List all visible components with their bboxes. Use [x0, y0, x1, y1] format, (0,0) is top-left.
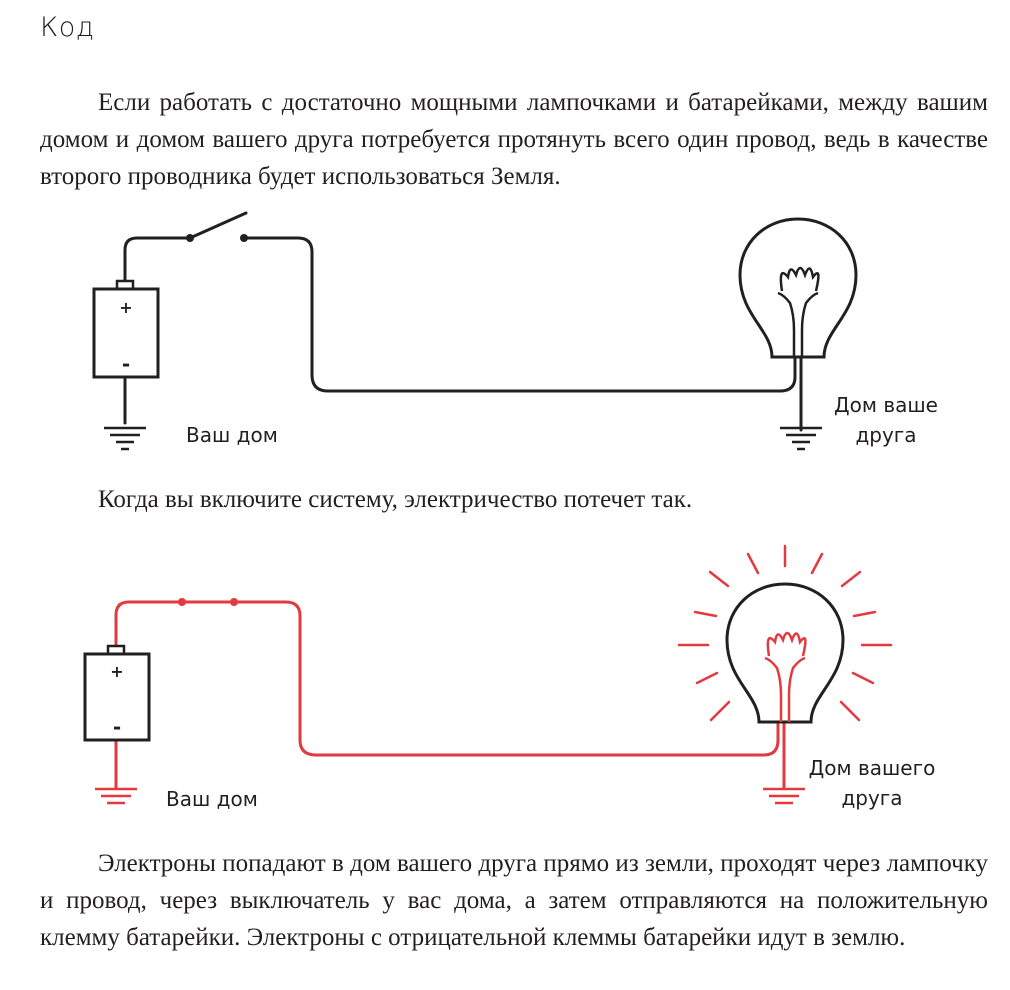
light-bulb-on [725, 582, 845, 724]
battery-plus-label: + [110, 662, 123, 681]
battery: + - [92, 279, 160, 379]
wire-path [123, 211, 803, 432]
label-your-house: Ваш дом [166, 787, 258, 811]
battery-plus-label: + [119, 298, 132, 317]
ground-symbol-left [104, 426, 146, 451]
switch-contact-left [186, 234, 194, 242]
battery-minus-label: - [113, 715, 121, 739]
label-friend-house: Дом ваше друга [826, 390, 946, 450]
page-header: Код [40, 12, 95, 43]
label-friend-house-line1: Дом ваше [834, 393, 938, 417]
paragraph-middle: Когда вы включите систему, электричество… [98, 486, 693, 513]
label-friend-house-line2: друга [855, 423, 917, 447]
switch-contact-right [230, 598, 238, 606]
label-friend-house-line1: Дом вашего [808, 756, 936, 780]
label-friend-house: Дом вашего друга [802, 753, 942, 813]
ground-symbol-right [780, 426, 822, 451]
circuit-diagram-closed: + - [83, 544, 893, 805]
circuit-diagram-open: + - [92, 211, 858, 451]
light-rays [677, 544, 893, 722]
light-bulb-off [738, 217, 858, 359]
label-friend-house-line2: друга [841, 786, 903, 810]
current-path [114, 600, 786, 790]
label-your-house: Ваш дом [186, 423, 278, 447]
battery-minus-label: - [122, 352, 130, 376]
paragraph-explanation: Электроны попадают в дом вашего друга пр… [40, 850, 988, 951]
switch-contact-left [178, 598, 186, 606]
ground-symbol-left [95, 787, 137, 805]
battery: + - [83, 644, 151, 742]
switch-contact-right [240, 234, 248, 242]
ground-symbol-right [763, 787, 805, 805]
paragraph-intro: Если работать с достаточно мощными лампо… [40, 89, 988, 190]
